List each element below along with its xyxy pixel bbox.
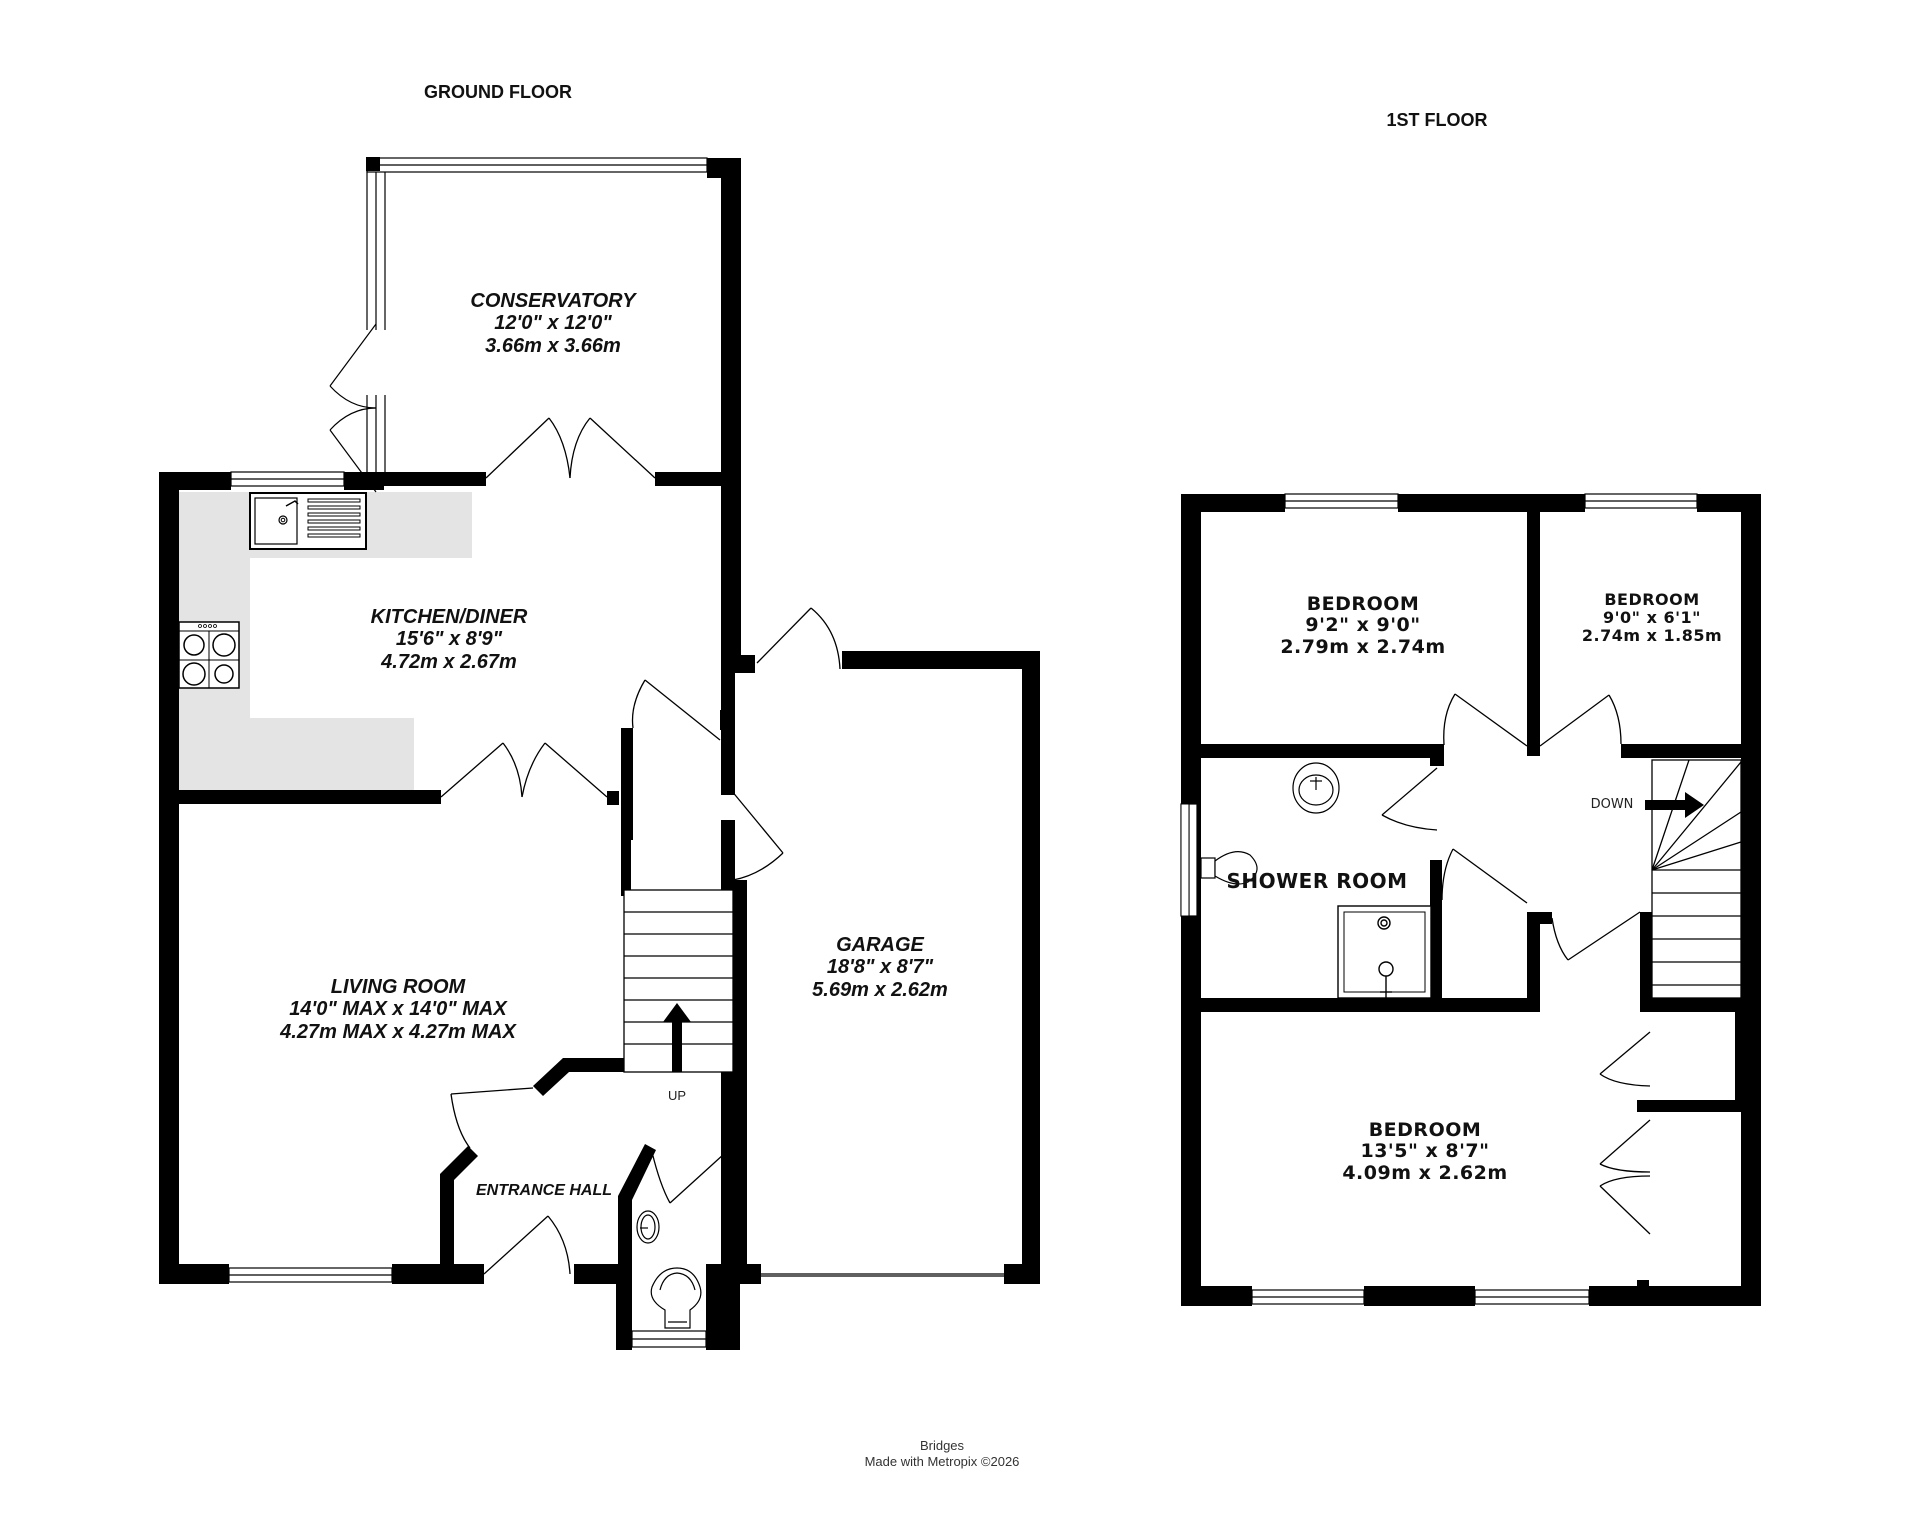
first-floor-staircase: [1651, 759, 1742, 999]
room-label-shower-room: SHOWER ROOM: [1226, 870, 1407, 892]
room-dimensions-imperial: 9'2" x 9'0": [1305, 614, 1421, 637]
room-label-bedroom-3: BEDROOM 13'5" x 8'7" 4.09m x 2.62m: [1342, 1119, 1508, 1184]
room-dimensions-metric: 4.27m MAX x 4.27m MAX: [280, 1020, 516, 1043]
room-name: GARAGE: [836, 934, 924, 956]
wc-basin-icon: [636, 1210, 660, 1244]
room-dimensions-metric: 3.66m x 3.66m: [485, 334, 621, 357]
room-name: BEDROOM: [1306, 593, 1420, 615]
ground-floor-title: GROUND FLOOR: [424, 82, 572, 102]
ground-floor-walls: [159, 158, 1040, 1350]
first-floor-doors: [1381, 693, 1651, 1235]
stairs-up-arrow-icon: [663, 1003, 691, 1072]
footer-credit: Made with Metropix ©2026: [864, 1454, 1020, 1470]
room-dimensions-metric: 4.72m x 2.67m: [381, 650, 517, 673]
room-dimensions-imperial: 18'8" x 8'7": [826, 956, 934, 979]
hob-icon: [178, 621, 240, 689]
room-dimensions-metric: 5.69m x 2.62m: [812, 978, 948, 1001]
room-dimensions-imperial: 9'0" x 6'1": [1603, 607, 1701, 627]
ground-floor-windows: [228, 471, 1004, 1348]
stairs-down-arrow-icon: [1645, 792, 1704, 818]
footer: Bridges Made with Metropix ©2026: [865, 1438, 1020, 1471]
wc-toilet-icon: [650, 1267, 702, 1329]
room-name: SHOWER ROOM: [1226, 869, 1408, 893]
room-name: LIVING ROOM: [330, 976, 466, 998]
room-dimensions-imperial: 15'6" x 8'9": [395, 628, 503, 651]
stairs-down-label: DOWN: [1590, 797, 1634, 812]
ground-floor-doors: [440, 417, 841, 1275]
room-name: ENTRANCE HALL: [476, 1182, 612, 1199]
shower-tray-icon: [1337, 905, 1432, 999]
room-label-bedroom-2: BEDROOM 9'0" x 6'1" 2.74m x 1.85m: [1582, 591, 1722, 645]
room-label-garage: GARAGE 18'8" x 8'7" 5.69m x 2.62m: [812, 934, 948, 1001]
room-dimensions-metric: 2.79m x 2.74m: [1280, 635, 1446, 658]
first-floor-title: 1ST FLOOR: [1386, 110, 1488, 130]
kitchen-sink-icon: [249, 492, 367, 550]
shower-toilet-icon: [1200, 851, 1258, 885]
room-name: CONSERVATORY: [470, 290, 636, 312]
room-dimensions-metric: 4.09m x 2.62m: [1342, 1161, 1508, 1184]
first-floor-plan: [1180, 493, 1761, 1306]
shower-basin-icon: [1292, 762, 1340, 814]
room-label-conservatory: CONSERVATORY 12'0" x 12'0" 3.66m x 3.66m: [470, 290, 635, 357]
room-dimensions-imperial: 12'0" x 12'0": [494, 312, 612, 335]
room-label-bedroom-1: BEDROOM 9'2" x 9'0" 2.79m x 2.74m: [1280, 593, 1446, 658]
room-label-kitchen-diner: KITCHEN/DINER 15'6" x 8'9" 4.72m x 2.67m: [371, 606, 528, 673]
footer-agent: Bridges: [919, 1438, 965, 1453]
room-label-entrance-hall: ENTRANCE HALL: [476, 1182, 612, 1200]
room-name: BEDROOM: [1368, 1119, 1482, 1141]
stairs-up-label: UP: [667, 1088, 687, 1103]
first-floor-windows: [1180, 493, 1698, 1305]
conservatory-side-door: [329, 323, 377, 493]
room-label-living-room: LIVING ROOM 14'0" MAX x 14'0" MAX 4.27m …: [280, 976, 516, 1043]
room-dimensions-imperial: 14'0" MAX x 14'0" MAX: [289, 998, 507, 1021]
room-name: KITCHEN/DINER: [370, 606, 528, 628]
room-dimensions-metric: 2.74m x 1.85m: [1581, 625, 1723, 645]
room-name: BEDROOM: [1604, 590, 1700, 609]
room-dimensions-imperial: 13'5" x 8'7": [1360, 1140, 1490, 1163]
ground-floor-plan: [159, 157, 1040, 1350]
first-floor-walls: [1181, 494, 1761, 1306]
